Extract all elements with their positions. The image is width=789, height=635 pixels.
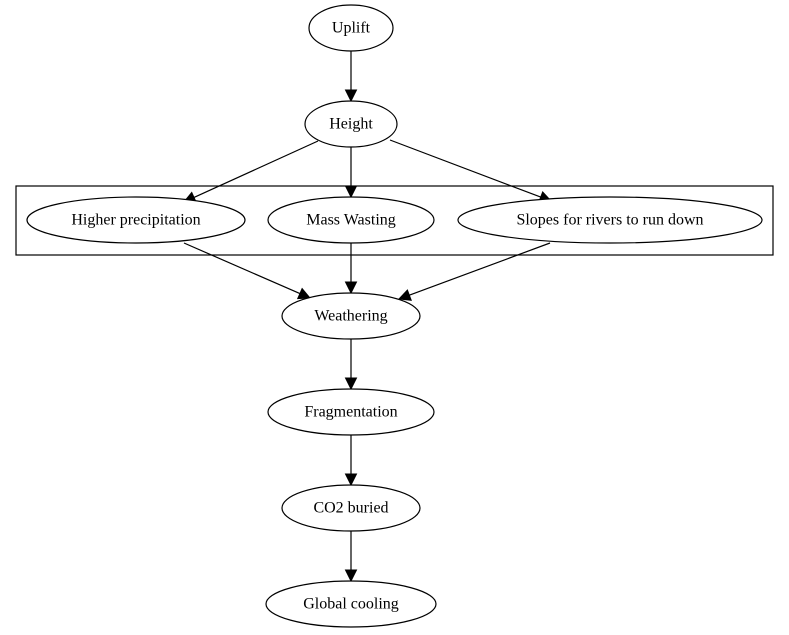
node-weathering: Weathering (281, 292, 421, 340)
edge-weathering-to-fragmentation (344, 339, 358, 391)
edge-line (183, 242, 301, 295)
node-height-label: Height (329, 116, 373, 133)
arrowhead (344, 473, 358, 487)
edge-co2-to-cooling (344, 531, 358, 583)
node-fragmentation: Fragmentation (267, 388, 435, 436)
edge-mass-to-weathering (344, 243, 358, 295)
node-slopes: Slopes for rivers to run down (457, 196, 763, 244)
node-uplift-label: Uplift (332, 20, 371, 37)
edge-line (193, 140, 319, 198)
node-mass-wasting: Mass Wasting (267, 196, 435, 244)
arrowhead (344, 569, 358, 583)
edge-fragmentation-to-co2 (344, 435, 358, 487)
edge-precip-to-weathering (183, 242, 312, 300)
edge-height-to-precip (182, 140, 319, 203)
edge-slopes-to-weathering (397, 242, 551, 301)
node-global-cooling: Global cooling (265, 580, 437, 628)
node-co2-buried: CO2 buried (281, 484, 421, 532)
edge-height-to-mass (344, 147, 358, 199)
edge-height-to-slopes (389, 139, 553, 203)
node-higher-precipitation: Higher precipitation (26, 196, 246, 244)
node-mass-wasting-label: Mass Wasting (306, 212, 396, 229)
arrowhead (344, 377, 358, 391)
node-weathering-label: Weathering (314, 308, 387, 325)
arrowhead (344, 185, 358, 199)
node-global-cooling-label: Global cooling (303, 596, 399, 613)
node-higher-precipitation-label: Higher precipitation (71, 212, 200, 229)
node-co2-buried-label: CO2 buried (313, 500, 388, 517)
node-uplift: Uplift (308, 4, 394, 52)
edge-line (409, 242, 551, 296)
edge-uplift-to-height (344, 51, 358, 103)
edge-line (389, 139, 541, 198)
cluster-box (15, 185, 774, 256)
arrowhead (296, 287, 312, 300)
node-height: Height (304, 100, 398, 148)
arrowhead (344, 281, 358, 295)
node-fragmentation-label: Fragmentation (304, 404, 397, 421)
arrowhead (397, 289, 412, 301)
node-slopes-label: Slopes for rivers to run down (516, 212, 703, 229)
arrowhead (344, 89, 358, 103)
